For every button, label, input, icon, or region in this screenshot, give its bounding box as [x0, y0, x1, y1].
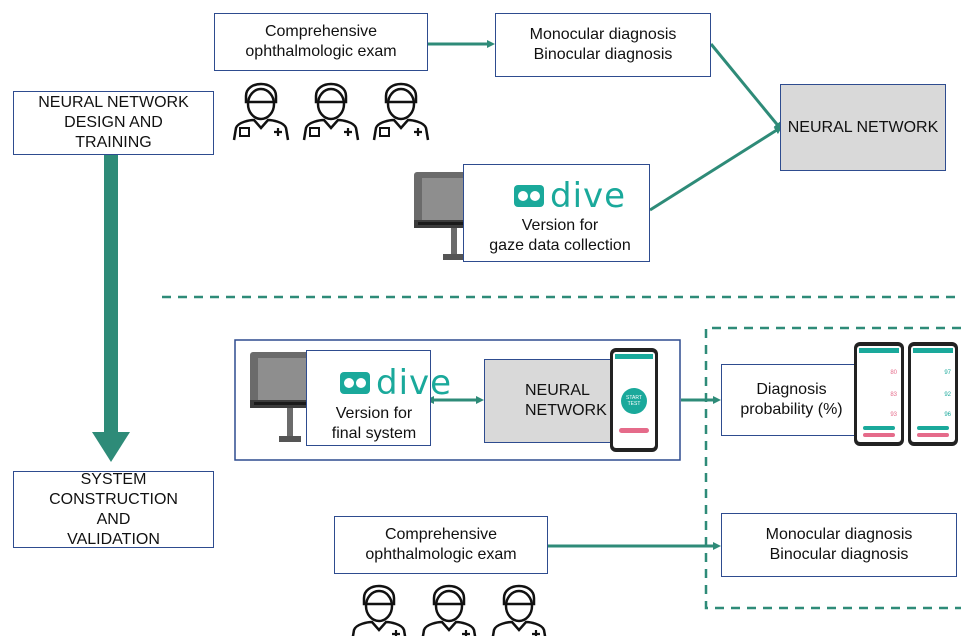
result-value: 93	[890, 412, 897, 418]
neural-network-bottom-line1: NEURAL	[525, 382, 590, 399]
diagnosis-box-bottom: Monocular diagnosis Binocular diagnosis	[721, 513, 957, 577]
design-training-label: NEURAL NETWORK DESIGN AND TRAINING	[38, 94, 189, 151]
doctor-icon	[302, 82, 360, 141]
result-value: 96	[944, 412, 951, 418]
dive-collection-box	[463, 164, 650, 262]
probability-line1: Diagnosis	[756, 381, 827, 398]
doctors-icon-group-bottom	[351, 584, 547, 636]
exam-label-top: Comprehensive ophthalmologic exam	[245, 23, 397, 60]
design-to-system-arrow-shaft	[104, 155, 118, 435]
diagnosis-box-top: Monocular diagnosis Binocular diagnosis	[495, 13, 711, 77]
system-construction-box: SYSTEM CONSTRUCTION AND VALIDATION	[13, 471, 214, 548]
doctor-icon	[491, 584, 547, 636]
probability-box: Diagnosis probability (%)	[721, 364, 862, 436]
exam-box-bottom: Comprehensive ophthalmologic exam	[334, 516, 548, 574]
dive-collection-caption-line2: gaze data collection	[489, 237, 631, 254]
diagnosis-to-neural-arrow	[709, 43, 782, 131]
doctor-icon	[372, 82, 430, 141]
dive-final-caption: Version for final system	[318, 404, 430, 444]
dive-final-caption-line2: final system	[331, 425, 417, 442]
start-test-label: START TEST	[626, 395, 642, 407]
doctors-icon-group-top	[232, 82, 430, 141]
dive-eyes-icon	[514, 185, 544, 207]
phone-results-1: 80 83 93	[854, 342, 904, 446]
system-construction-label: SYSTEM CONSTRUCTION AND VALIDATION	[49, 470, 178, 548]
doctor-icon	[351, 584, 407, 636]
diagnosis-bottom-line2: Binocular diagnosis	[769, 546, 909, 563]
dive-collection-caption: Version for gaze data collection	[470, 216, 650, 256]
output-region-border	[704, 326, 961, 610]
dive-collection-caption-line1: Version for	[521, 217, 599, 234]
phone-start-test: START TEST	[610, 348, 658, 452]
result-value: 97	[944, 370, 951, 376]
neural-network-bottom-line2: NETWORK	[525, 402, 607, 419]
phone-results-2: 97 92 96	[908, 342, 958, 446]
design-training-box: NEURAL NETWORK DESIGN AND TRAINING	[13, 91, 214, 155]
result-value: 80	[890, 370, 897, 376]
result-value: 92	[944, 392, 951, 398]
doctor-icon	[232, 82, 290, 141]
exam-box-top: Comprehensive ophthalmologic exam	[214, 13, 428, 71]
result-value: 83	[890, 392, 897, 398]
dive-logo-bottom: dive	[340, 363, 453, 403]
diagnosis-top-line2: Binocular diagnosis	[533, 46, 673, 63]
exam-bottom-line2: ophthalmologic exam	[365, 546, 517, 563]
dive-final-caption-line1: Version for	[335, 405, 413, 422]
dive-brand-bottom: dive	[376, 363, 453, 403]
neural-network-label-top: NEURAL NETWORK	[787, 118, 939, 136]
neural-network-box-bottom: NEURAL NETWORK	[484, 359, 612, 443]
diagnosis-top-line1: Monocular diagnosis	[529, 26, 677, 43]
doctor-icon	[421, 584, 477, 636]
dive-eyes-icon	[340, 372, 370, 394]
final-system-container	[234, 339, 681, 461]
neural-network-box-top: NEURAL NETWORK	[780, 84, 946, 171]
dive-final-box	[306, 350, 431, 446]
design-to-system-arrow-head	[92, 432, 130, 462]
dive-to-neural-arrow	[649, 126, 783, 212]
exam-bottom-line1: Comprehensive	[384, 526, 498, 543]
dive-brand-top: dive	[550, 176, 627, 216]
dive-logo-top: dive	[514, 176, 627, 216]
start-test-button: START TEST	[621, 388, 647, 414]
diagnosis-bottom-line1: Monocular diagnosis	[765, 526, 913, 543]
probability-line2: probability (%)	[740, 401, 843, 418]
